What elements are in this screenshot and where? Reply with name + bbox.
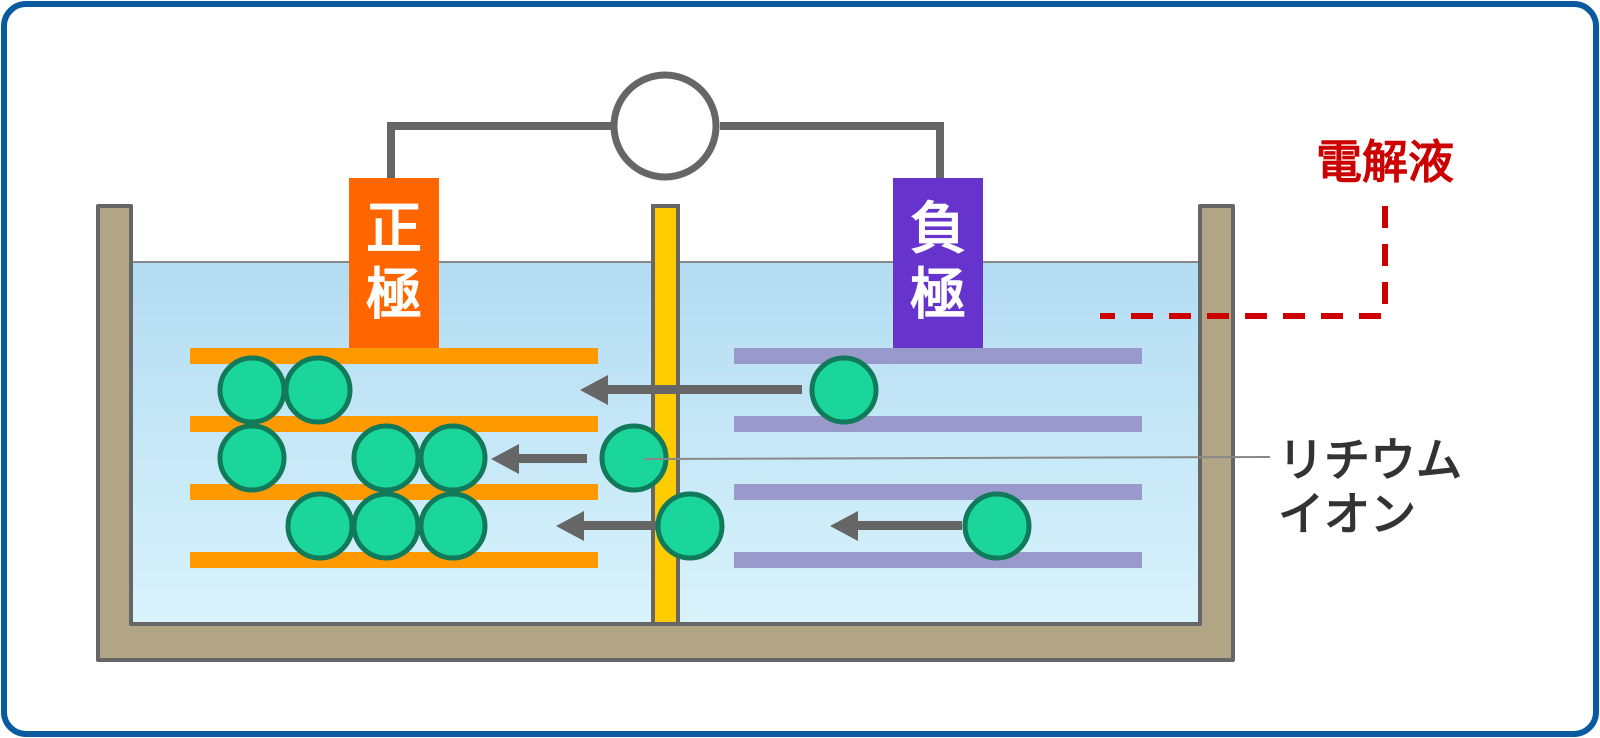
negative-label-line1: 負	[910, 197, 966, 262]
lithium-ion	[283, 355, 353, 425]
positive-layer	[190, 484, 598, 500]
left-arrow-icon	[491, 444, 587, 474]
wire-right	[720, 122, 944, 178]
positive-layer	[190, 416, 598, 432]
positive-label-line1: 正	[366, 197, 422, 262]
lithium-ion	[351, 491, 421, 561]
lithium-ion-label-line1: リチウム	[1278, 433, 1462, 487]
positive-layer	[190, 348, 598, 364]
positive-layers	[190, 348, 598, 568]
negative-electrode	[893, 178, 983, 348]
left-arrow-icon	[556, 511, 660, 541]
negative-layer	[734, 552, 1142, 568]
wire-left	[387, 122, 614, 178]
separator	[651, 204, 680, 626]
electrolyte-label: 電解液	[1316, 135, 1454, 189]
ion-leader-line	[643, 456, 1271, 460]
ion-arrows	[491, 375, 962, 541]
positive-layer	[190, 552, 598, 568]
lithium-ion	[962, 491, 1032, 561]
lithium-ion-label-line2: イオン	[1278, 487, 1416, 541]
negative-layer	[734, 416, 1142, 432]
lithium-ion	[285, 491, 355, 561]
positive-label-line2: 極	[366, 263, 422, 328]
negative-layer	[734, 484, 1142, 500]
lithium-ion	[809, 355, 879, 425]
lithium-ion	[217, 423, 287, 493]
lithium-ion	[217, 355, 287, 425]
circle-load-icon	[610, 71, 720, 181]
positive-electrode	[349, 178, 439, 348]
left-arrow-icon	[580, 375, 802, 405]
battery-container	[96, 204, 1235, 662]
lithium-ion	[418, 491, 488, 561]
lithium-ion	[351, 423, 421, 493]
lithium-ion	[418, 423, 488, 493]
lithium-ion	[655, 491, 725, 561]
left-arrow-icon	[830, 511, 962, 541]
negative-layer	[734, 348, 1142, 364]
negative-label-line2: 極	[910, 263, 966, 328]
lithium-ions	[217, 355, 1032, 561]
